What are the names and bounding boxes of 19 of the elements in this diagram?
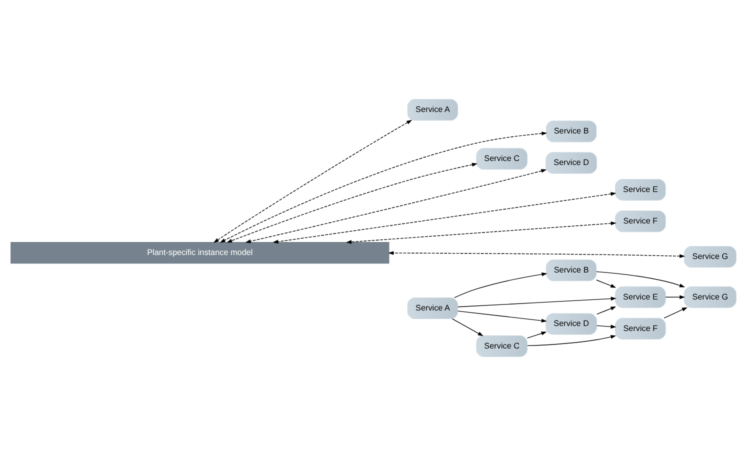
arrow: [346, 220, 616, 244]
arrow: [665, 294, 686, 299]
arrow: [220, 131, 548, 242]
arrow: [226, 162, 478, 242]
arrow: [245, 168, 547, 243]
arrow: [388, 250, 686, 258]
arrow: [596, 279, 616, 288]
arrow: [458, 310, 547, 322]
arrow: [664, 306, 688, 318]
arrow: [452, 318, 484, 336]
arrow: [458, 296, 616, 307]
arrow: [526, 331, 547, 338]
arrow: [454, 272, 548, 298]
arrow: [527, 334, 616, 346]
arrow: [596, 270, 686, 287]
arrow: [272, 192, 616, 244]
arrow: [596, 324, 616, 328]
arrow: [213, 119, 412, 242]
arrow: [596, 306, 616, 314]
